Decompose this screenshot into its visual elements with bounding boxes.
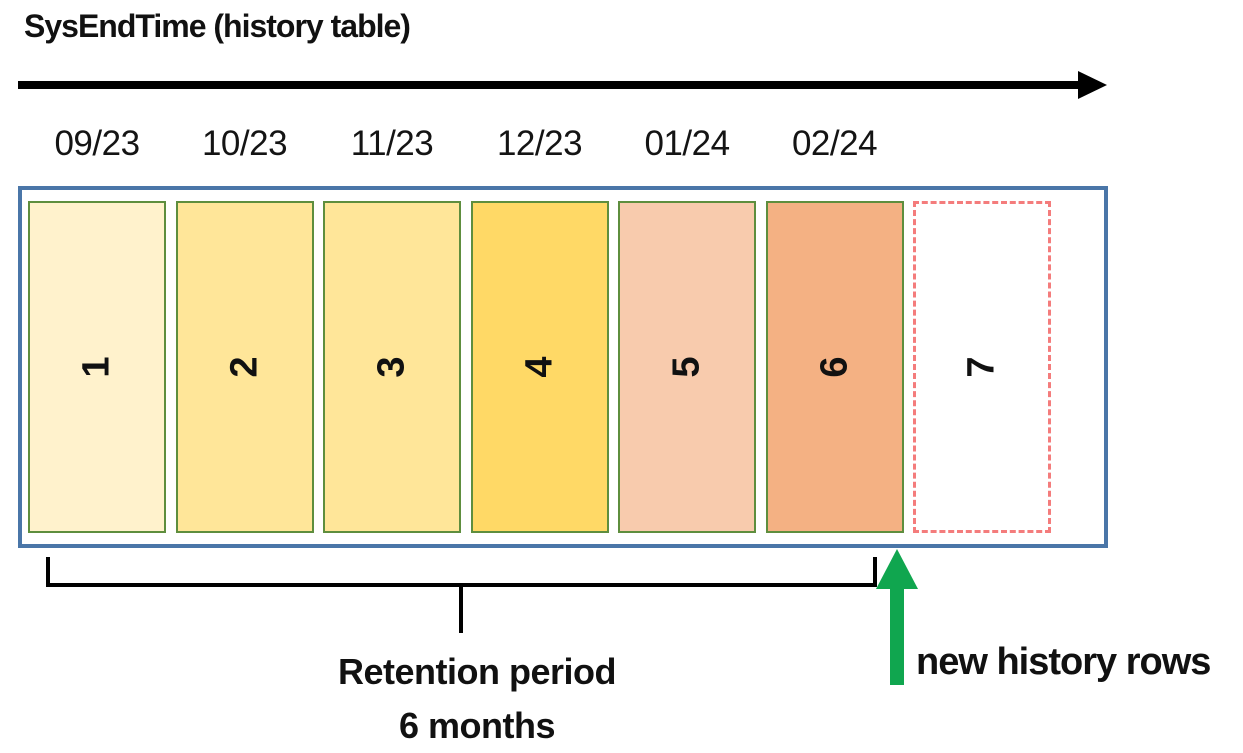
partition-number: 3 xyxy=(370,356,413,378)
bracket-horizontal xyxy=(46,583,877,587)
month-label: 12/23 xyxy=(496,124,583,163)
partition-box: 6 xyxy=(765,201,904,533)
up-arrow-icon xyxy=(876,549,918,589)
right-arrow-icon xyxy=(1078,71,1107,99)
partition-box: 2 xyxy=(175,201,314,533)
partition-box: 4 xyxy=(470,201,609,533)
partition-box: 3 xyxy=(323,201,461,533)
partition-box: 7 xyxy=(913,201,1051,533)
new-history-rows-label: new history rows xyxy=(916,641,1211,683)
partition-number: 6 xyxy=(813,356,856,378)
partition-number: 2 xyxy=(223,356,266,378)
bracket-left-leg xyxy=(46,557,50,587)
retention-period-line2: 6 months xyxy=(398,705,556,746)
partition-number: 5 xyxy=(665,356,708,378)
partition-box: 5 xyxy=(618,201,756,533)
timeline-axis-line xyxy=(18,81,1080,89)
month-label: 09/23 xyxy=(54,124,140,163)
partition-box: 1 xyxy=(28,201,166,533)
month-label: 10/23 xyxy=(201,124,288,163)
partition-number: 1 xyxy=(75,356,118,378)
bracket-right-leg xyxy=(873,557,877,587)
partition-number: 7 xyxy=(960,356,1003,378)
retention-period-line1: Retention period xyxy=(338,651,617,692)
month-label: 11/23 xyxy=(350,124,434,163)
month-label: 01/24 xyxy=(644,124,730,163)
month-label: 02/24 xyxy=(791,124,878,163)
partition-number: 4 xyxy=(518,356,561,378)
retention-period-label: Retention period 6 months xyxy=(227,645,727,753)
bracket-center-tick xyxy=(459,587,463,633)
diagram-title: SysEndTime (history table) xyxy=(24,8,411,44)
up-arrow-shaft xyxy=(890,587,904,685)
